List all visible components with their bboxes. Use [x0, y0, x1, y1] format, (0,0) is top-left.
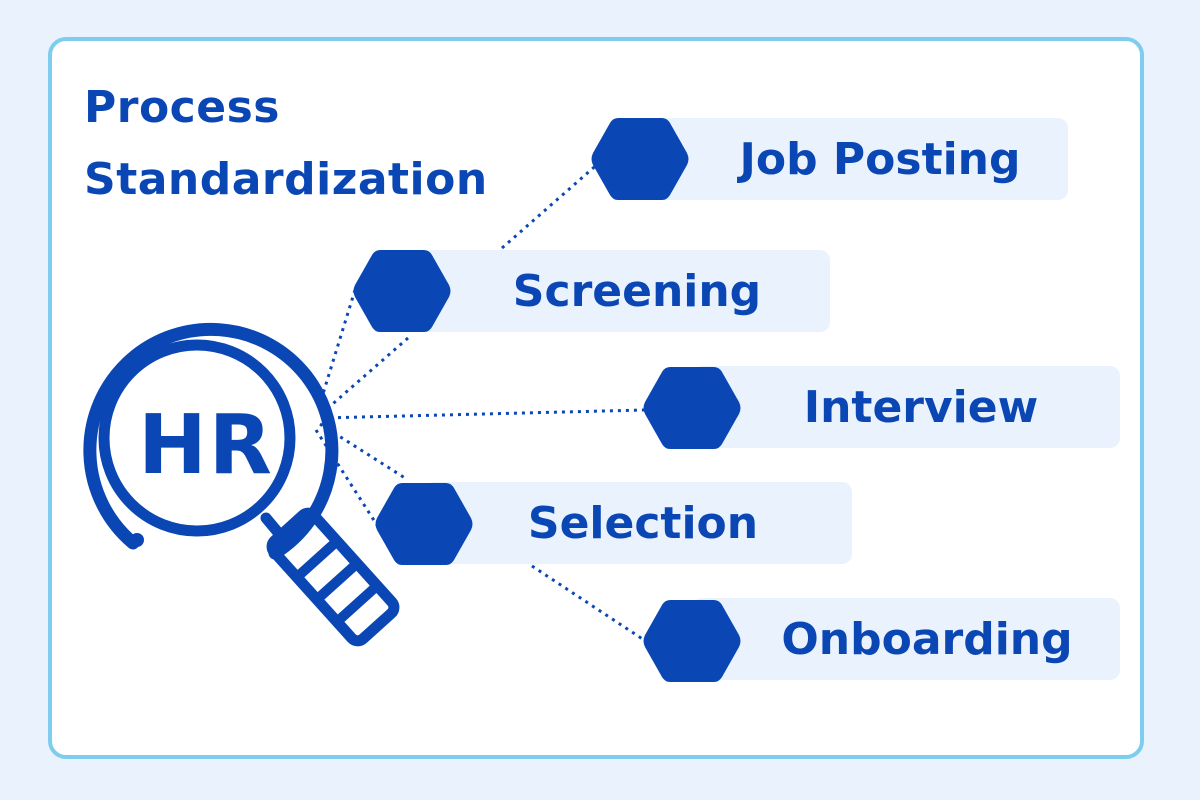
connector-screening-top	[316, 289, 357, 411]
step-pill-screening: Screening	[402, 250, 830, 332]
step-label-selection: Selection	[527, 497, 759, 549]
magnifying-glass-icon	[83, 322, 400, 647]
hexagon-icon-interview	[643, 367, 741, 449]
title-line-1: Process	[84, 82, 280, 133]
connector-job-posting	[501, 160, 601, 250]
hexagon-icon-screening	[353, 250, 451, 332]
step-pill-interview: Interview	[692, 366, 1120, 448]
page-title: Process Standardization	[84, 72, 488, 216]
step-pill-job-posting: Job Posting	[640, 118, 1068, 200]
hexagon-icon-job-posting	[591, 118, 689, 200]
step-label-job-posting: Job Posting	[739, 133, 1021, 185]
connector-interview	[321, 408, 645, 420]
connector-screening-bottom	[319, 336, 409, 417]
hexagon-icon-selection	[375, 483, 473, 565]
step-label-screening: Screening	[512, 265, 762, 317]
title-line-2: Standardization	[84, 154, 488, 205]
connector-onboarding	[531, 564, 645, 642]
step-pill-onboarding: Onboarding	[692, 598, 1120, 680]
hexagon-icon-onboarding	[643, 600, 741, 682]
step-pill-selection: Selection	[424, 482, 852, 564]
step-label-onboarding: Onboarding	[781, 613, 1073, 665]
hr-label: HR	[138, 398, 274, 493]
step-label-interview: Interview	[803, 381, 1039, 433]
